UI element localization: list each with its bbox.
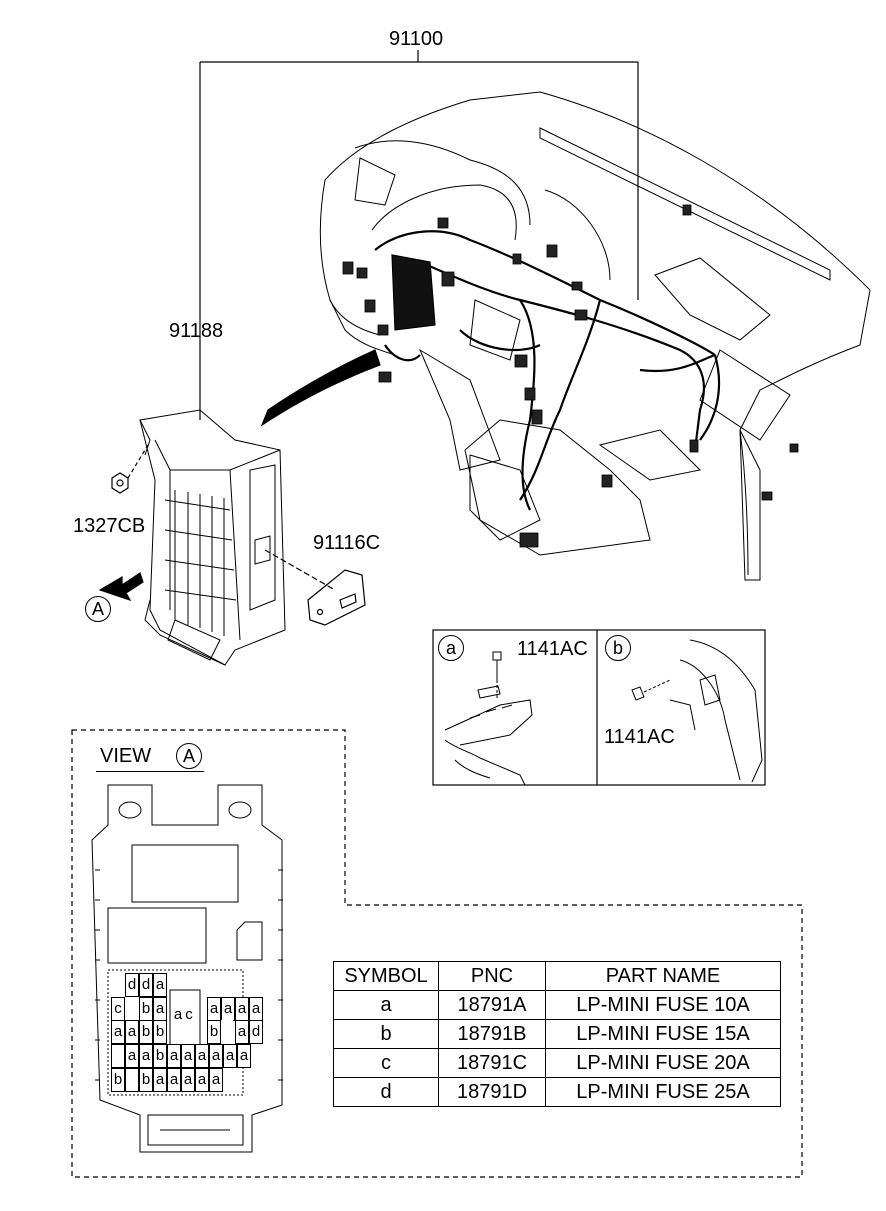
fuse-slot: a xyxy=(153,1068,167,1092)
callout-91116C: 91116C xyxy=(313,532,381,554)
header-pnc: PNC xyxy=(438,961,546,991)
cell-symbol: c xyxy=(333,1048,439,1078)
fuse-slot: b xyxy=(153,1020,167,1044)
cell-pnc: 18791C xyxy=(438,1048,546,1078)
callout-91100: 91100 xyxy=(389,28,444,50)
detail-b-marker: b xyxy=(605,635,631,661)
fuse-slot: b xyxy=(139,1068,153,1092)
fuse-slot xyxy=(111,1044,125,1068)
callout-1327CB: 1327CB xyxy=(73,515,146,537)
fuse-slot: a xyxy=(195,1068,209,1092)
pointer-swoosh xyxy=(260,349,381,427)
cell-pnc: 18791B xyxy=(438,1019,546,1049)
table-row: a 18791A LP-MINI FUSE 10A xyxy=(333,990,781,1020)
harness-module xyxy=(391,254,436,331)
detail-a-marker: a xyxy=(438,635,464,661)
fuse-slot: a xyxy=(209,1068,223,1092)
view-a-title: VIEW xyxy=(96,745,204,773)
fuse-slot: c xyxy=(185,1006,193,1023)
junction-box-illustration xyxy=(139,409,286,666)
table-row: d 18791D LP-MINI FUSE 25A xyxy=(333,1077,781,1107)
fuse-slot: a xyxy=(195,1044,209,1068)
view-a-box xyxy=(91,784,283,1153)
fuse-slot: a xyxy=(173,1006,183,1023)
detail-b-illustration xyxy=(631,639,763,783)
cell-pnc: 18791A xyxy=(438,990,546,1020)
view-arrow xyxy=(98,572,144,602)
cell-part-name: LP-MINI FUSE 10A xyxy=(545,990,781,1020)
header-symbol: SYMBOL xyxy=(333,961,439,991)
header-part-name: PART NAME xyxy=(545,961,781,991)
fuse-slot: a xyxy=(125,1044,139,1068)
bracket-illustration xyxy=(264,549,366,626)
table-row: b 18791B LP-MINI FUSE 15A xyxy=(333,1019,781,1049)
fuse-slot: a xyxy=(235,1020,249,1044)
fuse-slot: c xyxy=(111,997,125,1021)
callout-91188: 91188 xyxy=(169,320,224,342)
fuse-slot: d xyxy=(125,973,139,997)
fuse-slot: a xyxy=(237,1044,251,1068)
cell-part-name: LP-MINI FUSE 25A xyxy=(545,1077,781,1107)
fuse-slot xyxy=(125,1068,139,1092)
view-boundary xyxy=(71,729,803,1178)
table-row: c 18791C LP-MINI FUSE 20A xyxy=(333,1048,781,1078)
leader-91100 xyxy=(199,50,639,420)
fuse-slot: b xyxy=(153,1044,167,1068)
fuse-slot: b xyxy=(111,1068,125,1092)
fuse-slot: a xyxy=(235,997,249,1021)
detail-box xyxy=(432,629,766,786)
view-label: VIEW xyxy=(100,745,152,767)
detail-a-illustration xyxy=(444,651,533,786)
fuse-slot: d xyxy=(249,1020,263,1044)
fuse-slot: a xyxy=(223,1044,237,1068)
parts-table: SYMBOL PNC PART NAME a 18791A LP-MINI FU… xyxy=(333,961,781,1107)
fuse-slot: b xyxy=(139,1020,153,1044)
cell-symbol: a xyxy=(333,990,439,1020)
fuse-slot: a xyxy=(125,1020,139,1044)
fuse-slot: a xyxy=(181,1068,195,1092)
dashboard-illustration xyxy=(319,91,871,581)
view-underline xyxy=(96,771,204,773)
fuse-slot: a xyxy=(111,1020,125,1044)
fuse-slot xyxy=(221,1020,233,1042)
fuse-slot: a xyxy=(139,1044,153,1068)
fuse-slot: b xyxy=(207,1020,221,1044)
marker-a-circle: A xyxy=(85,596,111,622)
cell-symbol: d xyxy=(333,1077,439,1107)
fuse-slot: a xyxy=(167,1068,181,1092)
fuse-slot: a xyxy=(209,1044,223,1068)
harness-connectors xyxy=(342,204,799,548)
fuse-slot: a xyxy=(221,997,235,1021)
cell-part-name: LP-MINI FUSE 20A xyxy=(545,1048,781,1078)
cell-pnc: 18791D xyxy=(438,1077,546,1107)
cell-part-name: LP-MINI FUSE 15A xyxy=(545,1019,781,1049)
fuse-slot: a xyxy=(181,1044,195,1068)
table-header-row: SYMBOL PNC PART NAME xyxy=(333,961,781,991)
callout-1141AC-b: 1141AC xyxy=(604,726,675,748)
fuse-slot: b xyxy=(139,997,153,1021)
fuse-slot: a xyxy=(153,997,167,1021)
callout-1141AC-a: 1141AC xyxy=(517,638,588,660)
fuse-slot: d xyxy=(139,973,153,997)
nut-illustration xyxy=(111,444,149,494)
view-marker-circle: A xyxy=(176,743,202,769)
fuse-slot: a xyxy=(167,1044,181,1068)
cell-symbol: b xyxy=(333,1019,439,1049)
fuse-slot: a xyxy=(153,973,167,997)
fuse-slot: a xyxy=(207,997,221,1021)
fuse-slot: a xyxy=(249,997,263,1021)
